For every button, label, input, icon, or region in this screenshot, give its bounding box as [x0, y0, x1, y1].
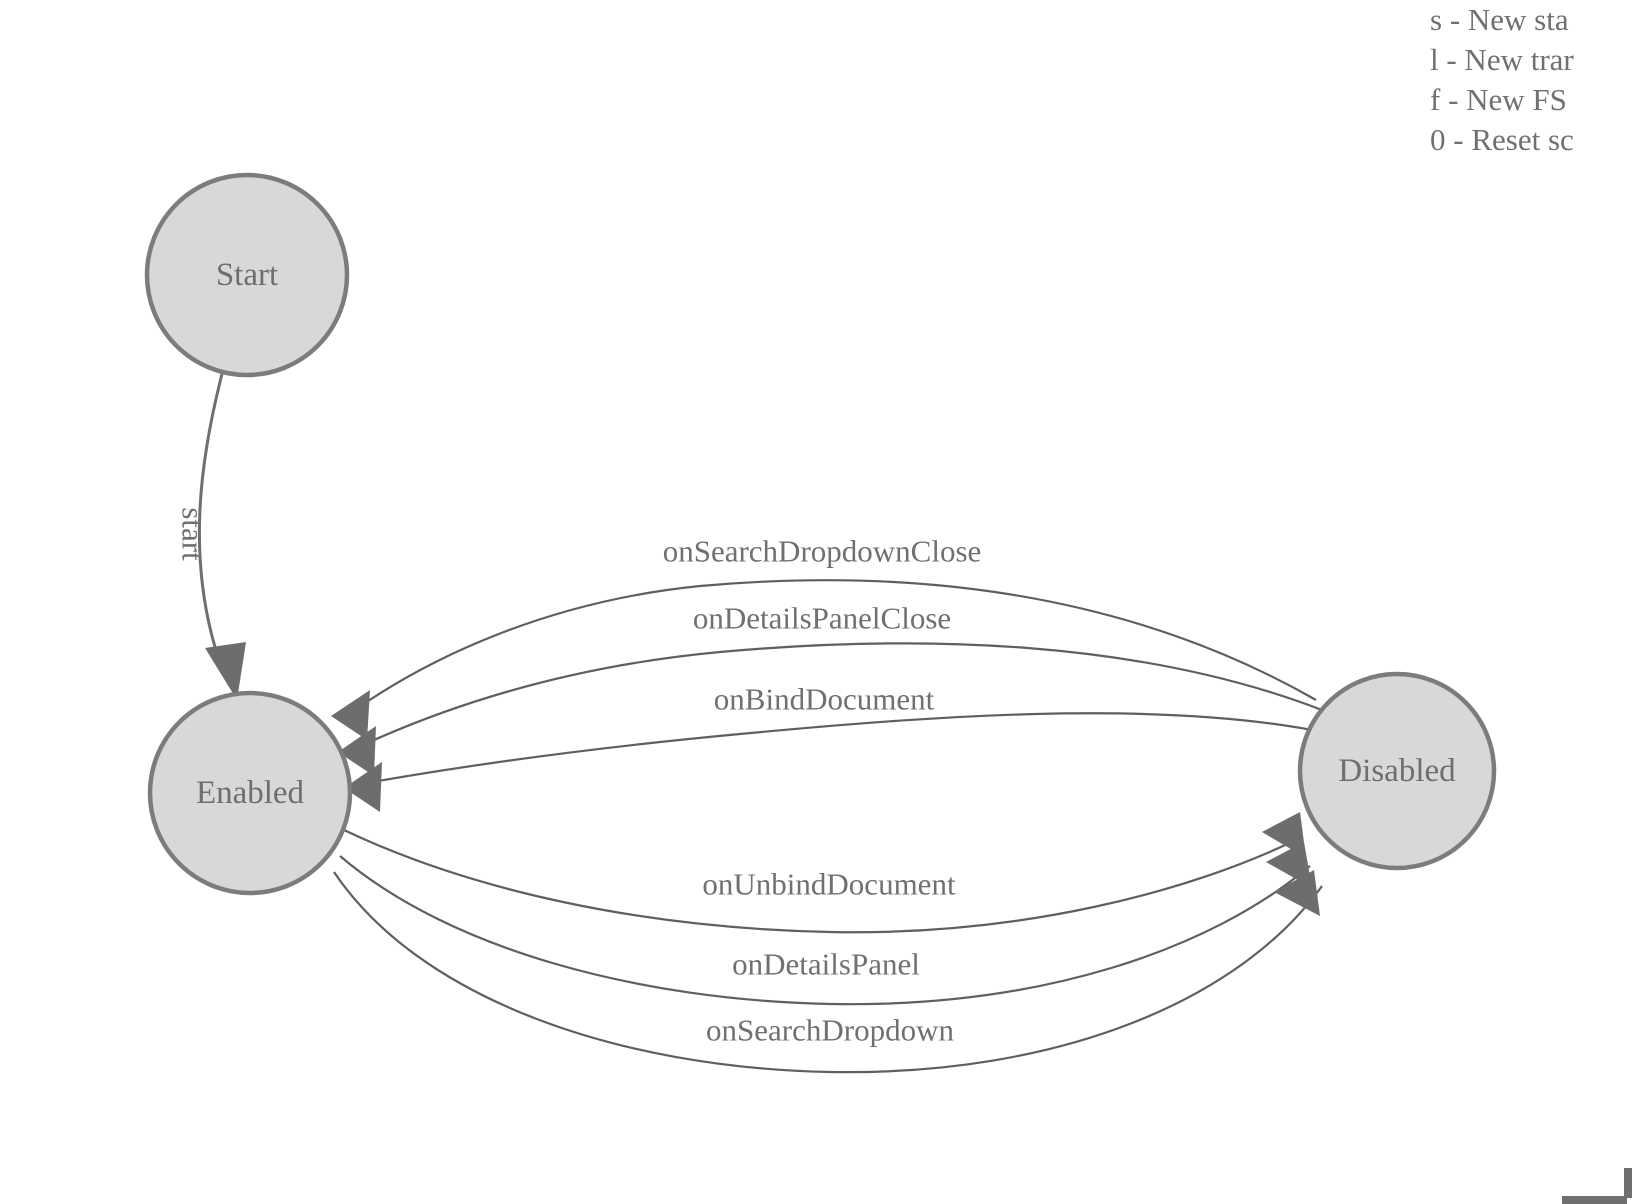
- edge-label-details-panel: onDetailsPanel: [732, 947, 920, 982]
- edge-details-panel-arrowhead: [1266, 842, 1312, 888]
- edge-search-dropdown-close-path: [351, 579, 1317, 713]
- edge-search-dropdown-close-arrowhead: [331, 690, 370, 740]
- edge-start[interactable]: [197, 373, 246, 700]
- edge-label-search-dropdown-close: onSearchDropdownClose: [663, 534, 982, 569]
- node-enabled-label: Enabled: [196, 775, 305, 811]
- node-disabled[interactable]: Disabled: [1297, 671, 1497, 871]
- help-line-new-transition: l - New trar: [1430, 42, 1574, 77]
- edge-bind-document[interactable]: [344, 712, 1313, 812]
- edge-search-dropdown-close[interactable]: [331, 579, 1317, 740]
- edge-bind-document-path: [349, 712, 1313, 788]
- edge-bind-document-arrowhead: [344, 762, 382, 812]
- edge-details-panel-path: [339, 855, 1311, 1006]
- edge-details-panel-close-arrowhead: [338, 726, 376, 776]
- edge-label-unbind-document: onUnbindDocument: [702, 867, 956, 902]
- help-line-new-state: s - New sta: [1430, 2, 1569, 37]
- node-enabled-circle[interactable]: [147, 690, 353, 896]
- horizontal-scrollbar[interactable]: [1562, 1196, 1627, 1204]
- edge-details-panel-close[interactable]: [338, 642, 1323, 776]
- node-disabled-label: Disabled: [1338, 753, 1456, 789]
- help-legend: s - New sta l - New trar f - New FS 0 - …: [1430, 0, 1632, 160]
- help-line-new-fsm: f - New FS: [1430, 82, 1567, 117]
- edge-search-dropdown-arrowhead: [1274, 870, 1320, 916]
- node-enabled[interactable]: Enabled: [147, 690, 353, 896]
- edge-unbind-document[interactable]: [343, 812, 1306, 934]
- edge-details-panel[interactable]: [339, 842, 1312, 1006]
- edge-label-details-panel-close: onDetailsPanelClose: [693, 601, 951, 636]
- edge-label-search-dropdown: onSearchDropdown: [706, 1013, 954, 1048]
- vertical-scrollbar[interactable]: [1624, 1168, 1632, 1198]
- edge-details-panel-close-path: [351, 642, 1323, 751]
- edge-label-bind-document: onBindDocument: [714, 682, 935, 717]
- node-start[interactable]: Start: [144, 172, 350, 378]
- node-start-circle[interactable]: [144, 172, 350, 378]
- edge-unbind-document-arrowhead: [1262, 812, 1306, 858]
- help-line-reset: 0 - Reset sc: [1430, 122, 1574, 157]
- edge-unbind-document-path: [343, 829, 1301, 934]
- edge-search-dropdown[interactable]: [333, 870, 1323, 1074]
- node-start-label: Start: [216, 257, 278, 293]
- edge-label-start: start: [176, 507, 211, 561]
- edge-search-dropdown-path: [333, 871, 1323, 1074]
- node-disabled-circle[interactable]: [1297, 671, 1497, 871]
- edge-start-arrowhead: [205, 642, 246, 700]
- edge-start-path: [197, 373, 224, 661]
